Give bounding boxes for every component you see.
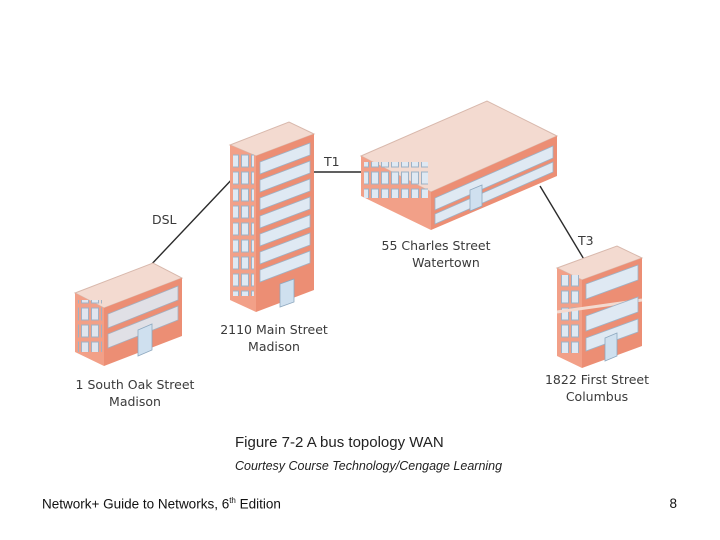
site-label-charles-street: 55 Charles Street Watertown: [370, 237, 502, 271]
figure-caption: Figure 7-2 A bus topology WAN: [235, 434, 444, 451]
site-label-south-oak: 1 South Oak Street Madison: [70, 376, 200, 410]
t1-link-label: T1: [324, 154, 340, 169]
book-title-suffix: Edition: [235, 496, 281, 512]
building-main-street: [228, 121, 316, 312]
site-label-main-street: 2110 Main Street Madison: [210, 321, 338, 355]
dsl-link-label: DSL: [152, 212, 177, 227]
page-number: 8: [669, 496, 677, 511]
site-city: Watertown: [412, 255, 480, 270]
building-south-oak: [73, 262, 184, 366]
site-city: Madison: [248, 339, 300, 354]
building-charles-street: [359, 100, 559, 230]
site-city: Columbus: [565, 389, 629, 404]
dsl-link-line: [147, 174, 237, 269]
site-address: 55 Charles Street: [381, 238, 491, 253]
book-title-superscript: th: [229, 496, 236, 505]
site-address: 1 South Oak Street: [75, 377, 195, 392]
site-city: Madison: [109, 394, 161, 409]
site-address: 2110 Main Street: [220, 322, 328, 337]
book-title-footer: Network+ Guide to Networks, 6th Edition: [42, 496, 281, 512]
site-label-first-street: 1822 First Street Columbus: [534, 371, 660, 405]
figure-credit: Courtesy Course Technology/Cengage Learn…: [235, 459, 503, 473]
site-address: 1822 First Street: [544, 372, 650, 387]
t3-link-line: [539, 185, 589, 267]
t3-link-label: T3: [578, 233, 594, 248]
book-title-prefix: Network+ Guide to Networks, 6: [42, 496, 230, 512]
building-first-street: [555, 245, 644, 368]
